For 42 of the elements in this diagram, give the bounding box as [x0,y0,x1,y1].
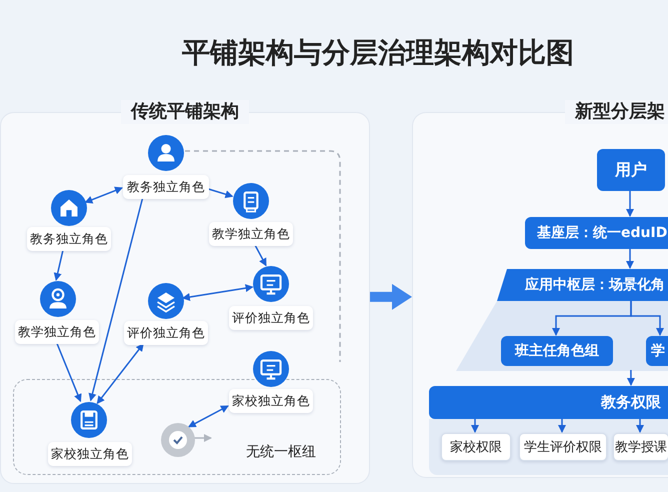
transition-arrow [370,284,412,310]
permission-card: 学生评价权限 [519,433,607,461]
role-card: 评价独立角色 [124,321,208,345]
role-card: 教学独立角色 [209,222,293,246]
diagram-title: 平铺架构与分层治理架构对比图 [181,35,575,71]
arrow [208,188,234,198]
group-caption: 无统一枢纽 [246,443,316,461]
arrow [254,244,267,266]
role-group-band [456,301,668,371]
dashed-group-box [13,379,341,475]
arrow [188,405,229,428]
arrow [193,434,212,442]
role-card: 教务独立角色 [123,175,209,199]
arrow [630,300,664,336]
arrow [636,418,644,433]
layer-box: 用户 [597,149,665,191]
arrow [88,198,144,402]
check-icon [161,423,195,457]
role-card: 家校独立角色 [48,442,132,466]
role-card: 评价独立角色 [229,306,313,330]
arrow [558,418,566,433]
panel-heading: 新型分层架 [565,100,668,124]
arrow [54,250,64,281]
arrow [626,248,634,269]
panel-heading: 传统平铺架构 [121,100,249,124]
arrow [56,342,82,402]
layer-box: 基座层：统一eduID [525,217,668,249]
arrow [471,418,479,433]
arrow [84,186,123,204]
layer-box: 班主任角色组 [501,336,613,366]
layer-box: 学 [646,336,668,366]
role-card: 教学独立角色 [15,320,99,344]
role-card: 家校独立角色 [229,389,313,413]
role-card: 教务独立角色 [27,227,111,251]
permission-card: 家校权限 [441,433,511,461]
permission-card: 教学授课 [613,433,668,461]
arrow [626,190,634,217]
arrow [96,343,144,404]
layer-banner: 应用中枢层：场景化角 [497,269,668,301]
arrow [182,284,254,301]
arrow [626,370,635,386]
layer-box: 教务权限 [429,386,668,419]
